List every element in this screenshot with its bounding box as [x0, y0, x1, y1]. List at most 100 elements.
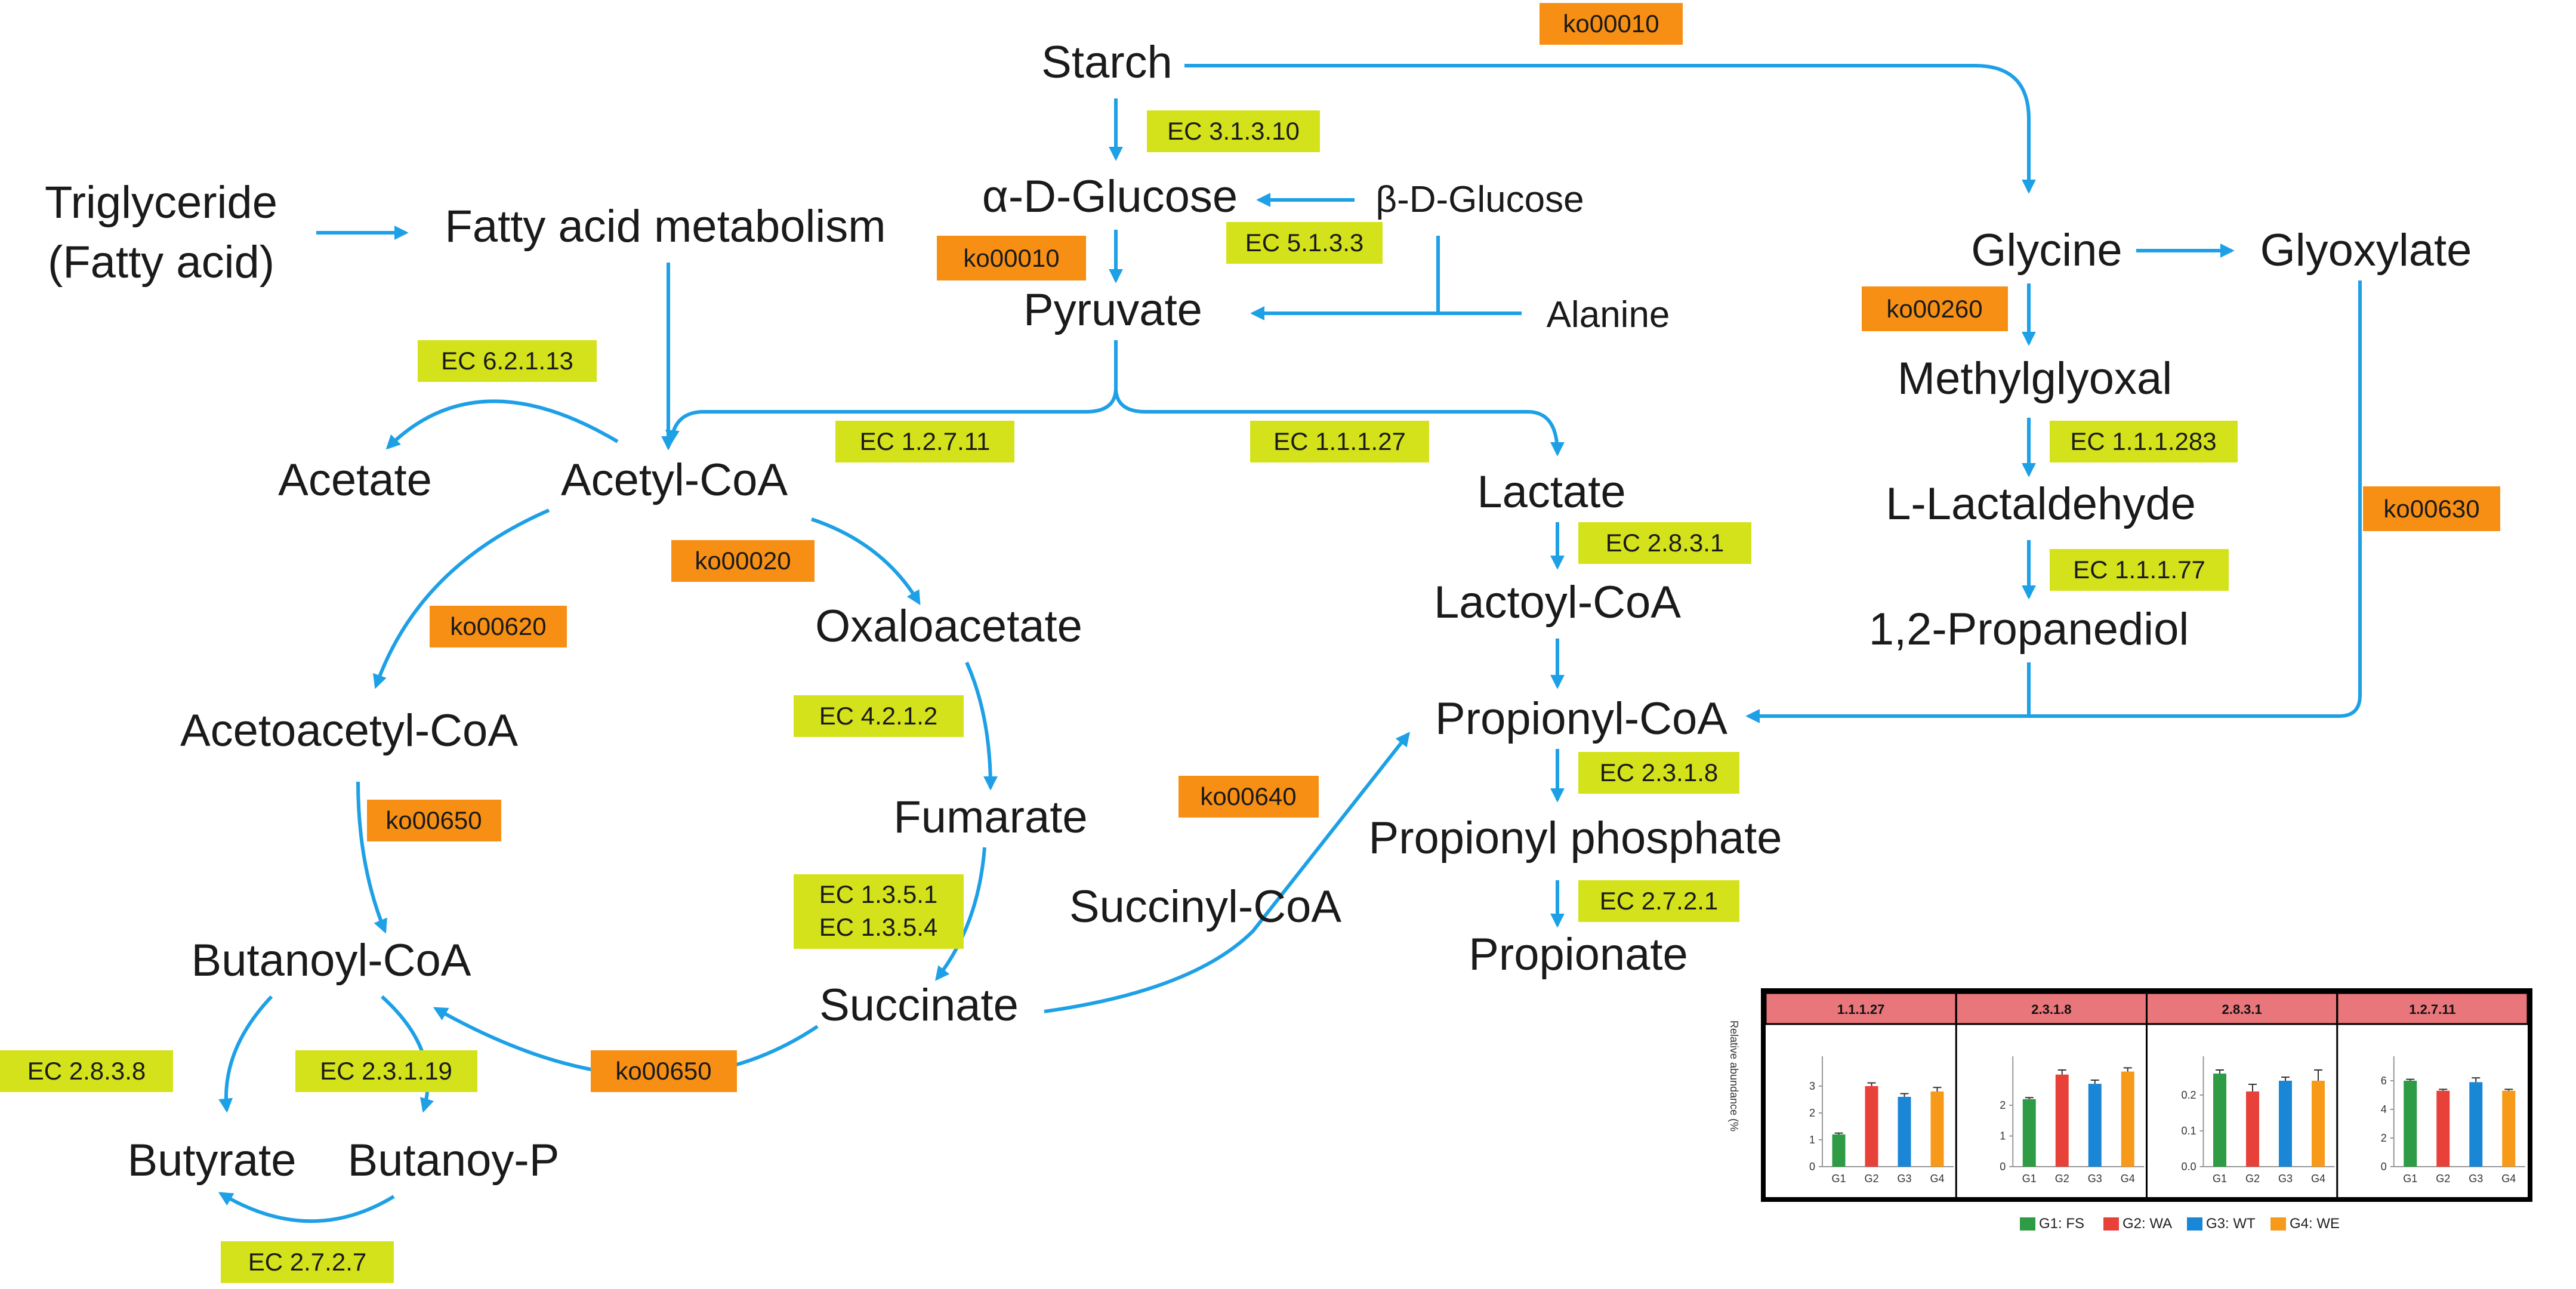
ko-box — [1179, 776, 1319, 818]
ko-label: ko00620 — [450, 612, 546, 640]
ko-box — [1540, 3, 1683, 45]
bar — [1832, 1134, 1846, 1167]
ec-label: EC 1.1.1.27 — [1273, 427, 1406, 455]
x-tick-label: G2 — [2055, 1173, 2069, 1185]
bar — [2246, 1091, 2259, 1167]
node-methylglyoxal: Methylglyoxal — [1898, 353, 2172, 404]
ec-label: EC 1.3.5.4 — [819, 913, 937, 941]
ec-label: EC 2.3.1.8 — [1600, 758, 1718, 787]
ec-box — [418, 340, 597, 382]
ec-label: EC 1.2.7.11 — [860, 427, 991, 455]
y-tick-label: 4 — [2381, 1103, 2387, 1115]
ec-label: EC 2.7.2.7 — [248, 1248, 366, 1276]
ec-label: EC 2.8.3.8 — [27, 1057, 146, 1085]
bar — [2312, 1081, 2325, 1167]
ec-label: EC 1.3.5.1 — [819, 880, 937, 908]
node-starch: Starch — [1041, 37, 1173, 88]
arrow-acetylcoa-acetate — [385, 399, 619, 450]
panel-title: 1.1.1.27 — [1837, 1002, 1885, 1017]
bar — [1898, 1097, 1911, 1167]
legend-swatch — [2270, 1217, 2286, 1231]
node-glycine: Glycine — [1971, 225, 2122, 276]
ec-box — [2050, 421, 2238, 462]
ec-box — [1578, 880, 1739, 922]
node-fumarate: Fumarate — [893, 792, 1087, 843]
legend-swatch — [2187, 1217, 2202, 1231]
ec-box — [794, 695, 964, 737]
node-propionyl-coa: Propionyl-CoA — [1435, 693, 1727, 744]
ec-box — [221, 1241, 394, 1283]
arrow-succinate-propionylcoa — [1044, 732, 1410, 1013]
panel-header — [2146, 992, 2339, 1025]
node-glyoxylate: Glyoxylate — [2260, 225, 2472, 276]
ko-label: ko00650 — [385, 806, 482, 834]
node-propionate: Propionate — [1469, 929, 1688, 980]
x-tick-label: G1 — [2022, 1173, 2037, 1185]
ec-label: EC 1.1.1.283 — [2070, 427, 2216, 455]
x-tick-label: G4 — [2501, 1173, 2516, 1185]
legend-item: G1: FS — [2020, 1216, 2084, 1232]
node-pyruvate: Pyruvate — [1023, 285, 1202, 335]
ko-box — [1862, 286, 2008, 331]
arrow-butanoylcoa-butyrate — [218, 995, 273, 1113]
bar — [2502, 1090, 2516, 1167]
bar — [2469, 1082, 2483, 1167]
arrow-oxaloacetate-fumarate — [965, 661, 998, 791]
ec-label: EC 5.1.3.3 — [1245, 229, 1363, 257]
node-succinyl-coa: Succinyl-CoA — [1069, 881, 1341, 932]
arrow-glyoxylate-propionylcoa — [1745, 280, 2362, 723]
y-tick-label: 0.0 — [2181, 1161, 2196, 1173]
bar — [1865, 1086, 1878, 1167]
node-succinate: Succinate — [819, 980, 1019, 1031]
y-tick-label: 0.1 — [2181, 1125, 2196, 1137]
x-tick-label: G2 — [1864, 1173, 1878, 1185]
bar — [2088, 1084, 2102, 1167]
ec-label: EC 2.8.3.1 — [1606, 529, 1724, 557]
arrows — [218, 64, 2362, 1223]
x-tick-label: G4 — [2311, 1173, 2325, 1185]
ko-label: ko00260 — [1886, 295, 1982, 323]
node-triglyceride: Triglyceride — [45, 177, 277, 228]
node-propionyl-phosphate: Propionyl phosphate — [1369, 813, 1782, 864]
arrow-acetoacetylcoa-butanoylcoa — [356, 781, 387, 934]
ko-box — [591, 1050, 737, 1092]
ec-box — [1578, 522, 1751, 564]
arrow-pyruvate-acetylcoa — [665, 340, 1118, 445]
bar — [2022, 1099, 2036, 1167]
panel-title: 2.3.1.8 — [2031, 1002, 2071, 1017]
node-acetyl-coa: Acetyl-CoA — [561, 455, 788, 505]
ko-label: ko00020 — [695, 547, 791, 575]
bar — [2436, 1090, 2450, 1167]
bar — [2404, 1081, 2417, 1167]
ec-box — [295, 1050, 477, 1092]
node-acetate: Acetate — [278, 455, 432, 505]
ec-box — [794, 874, 964, 949]
bar — [2055, 1074, 2069, 1167]
x-tick-label: G2 — [2245, 1173, 2260, 1185]
ec-box — [2050, 549, 2229, 591]
ko-box — [2363, 486, 2500, 531]
ko-label: ko00010 — [1563, 10, 1659, 38]
arrow-acetylcoa-oxaloacetate — [811, 517, 921, 606]
y-tick-label: 1 — [1809, 1134, 1815, 1146]
legend-swatch — [2103, 1217, 2119, 1231]
legend-item: G4: WE — [2270, 1216, 2340, 1232]
ec-box — [1250, 421, 1429, 462]
ko-label: ko00650 — [615, 1057, 711, 1085]
x-tick-label: G1 — [2213, 1173, 2227, 1185]
ec-label: EC 4.2.1.2 — [819, 702, 937, 730]
panel-title: 1.2.7.11 — [2409, 1002, 2455, 1017]
legend-item: G3: WT — [2187, 1216, 2256, 1232]
panel-title: 2.8.3.1 — [2222, 1002, 2262, 1017]
node-butanoy-p: Butanoy-P — [348, 1135, 560, 1186]
node-butyrate: Butyrate — [127, 1135, 296, 1186]
inset-ylabel: Relative abundance (% — [1728, 1020, 1740, 1131]
x-tick-label: G4 — [1930, 1173, 1944, 1185]
x-tick-label: G1 — [2403, 1173, 2417, 1185]
legend-label: G4: WE — [2290, 1216, 2340, 1232]
